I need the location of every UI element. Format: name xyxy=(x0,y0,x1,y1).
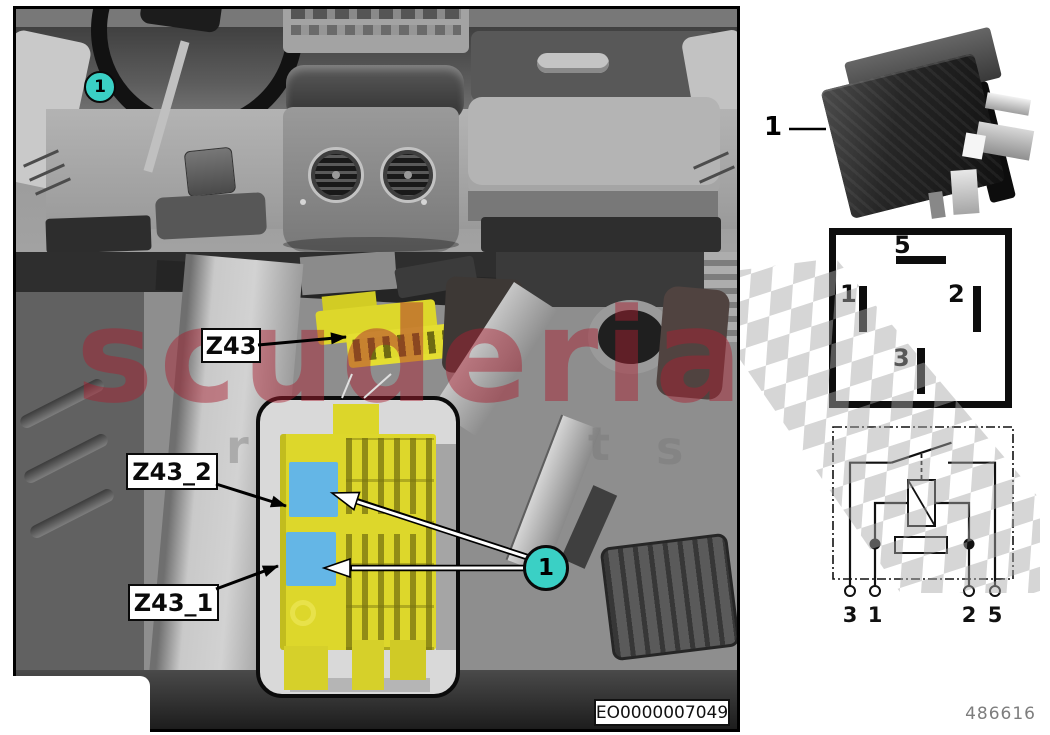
image-code-label: EO0000007049 xyxy=(594,699,730,726)
junction-dot xyxy=(963,538,975,550)
pin-slot-3 xyxy=(917,348,925,394)
watermark-letter: t xyxy=(588,417,610,471)
relay-pin-white xyxy=(962,132,986,160)
pin-slot-5 xyxy=(896,256,946,264)
relay-slot-z43-1 xyxy=(286,532,336,586)
floor-mat-left xyxy=(45,215,152,252)
fusebox-foot xyxy=(284,646,328,690)
relay-slot-z43-2 xyxy=(289,462,338,517)
terminal-circle-5 xyxy=(989,585,1001,597)
relay-photo xyxy=(818,26,1035,235)
console-screw xyxy=(300,199,306,205)
terminal-label-3: 3 xyxy=(843,603,858,627)
terminal-circle-2 xyxy=(963,585,975,597)
callout-z43-2-text: Z43_2 xyxy=(132,457,212,486)
terminal-label-1: 1 xyxy=(868,603,883,627)
inset-shadow-right xyxy=(436,444,456,650)
vent-hub xyxy=(332,171,340,179)
watermark-letter: s xyxy=(656,421,684,475)
callout-z43-text: Z43 xyxy=(205,331,257,360)
watermark-letter: r xyxy=(226,420,249,474)
fusebox-crescent xyxy=(290,600,316,626)
line-terminal2 xyxy=(935,501,971,586)
callout-z43-2: Z43_2 xyxy=(126,453,218,490)
schematic-housing xyxy=(832,426,1014,580)
console-screw xyxy=(421,199,427,205)
fusebox-foot xyxy=(390,640,426,680)
console-shadow xyxy=(283,237,459,252)
corner-notch xyxy=(10,676,150,735)
line-terminal1 xyxy=(873,501,908,586)
fusebox-foot xyxy=(352,640,384,690)
coil-diagonal xyxy=(907,479,936,527)
fusebox-inset xyxy=(256,396,460,698)
callout-z43-1-text: Z43_1 xyxy=(133,588,214,617)
pedal-small xyxy=(183,146,237,198)
vent-hub xyxy=(404,171,412,179)
floor-step xyxy=(154,192,268,240)
doc-number: 486616 xyxy=(965,704,1036,724)
air-vent-icon xyxy=(380,147,436,203)
callout-z43: Z43 xyxy=(201,328,261,363)
pin-label-2: 2 xyxy=(948,280,965,308)
relay-ref-label: 1 xyxy=(764,112,783,142)
circle-text: 1 xyxy=(537,555,554,581)
terminal-label-2: 2 xyxy=(962,603,977,627)
switch-blade xyxy=(891,441,952,464)
fusebox-comb xyxy=(346,438,434,650)
terminal-circle-1 xyxy=(869,585,881,597)
terminal-label-5: 5 xyxy=(988,603,1003,627)
fusebox-mid-band xyxy=(320,514,420,534)
glovebox-handle xyxy=(537,53,609,73)
line-terminal5 xyxy=(948,461,997,586)
pin-slot-1 xyxy=(859,286,867,332)
pin-label-5: 5 xyxy=(894,231,911,259)
radio-buttons-row2 xyxy=(291,25,461,35)
image-code-text: EO0000007049 xyxy=(595,702,729,723)
accelerator-pedal xyxy=(599,532,737,662)
line-terminal3 xyxy=(848,461,892,586)
pin-label-1: 1 xyxy=(840,280,857,308)
junction-dot xyxy=(869,538,881,550)
pin-label-3: 3 xyxy=(893,344,910,372)
callout-z43-1: Z43_1 xyxy=(128,584,219,621)
badge-text: 1 xyxy=(94,77,106,97)
resistor-symbol xyxy=(894,536,948,554)
floor-mat-right xyxy=(481,217,721,252)
watermark-text: scuderia xyxy=(76,280,749,432)
relay-schematic: 3 1 2 5 xyxy=(832,426,1014,627)
seat-cushion-right xyxy=(468,97,720,197)
seat-front-band xyxy=(468,191,718,221)
callout-badge-1: 1 xyxy=(84,71,116,103)
interior-photo-top xyxy=(16,9,737,252)
air-vent-icon xyxy=(308,147,364,203)
terminal-circle-3 xyxy=(844,585,856,597)
pin-slot-2 xyxy=(973,286,981,332)
relay-pin xyxy=(950,169,980,215)
callout-circle-1: 1 xyxy=(523,545,569,591)
radio-buttons-row xyxy=(291,9,461,19)
